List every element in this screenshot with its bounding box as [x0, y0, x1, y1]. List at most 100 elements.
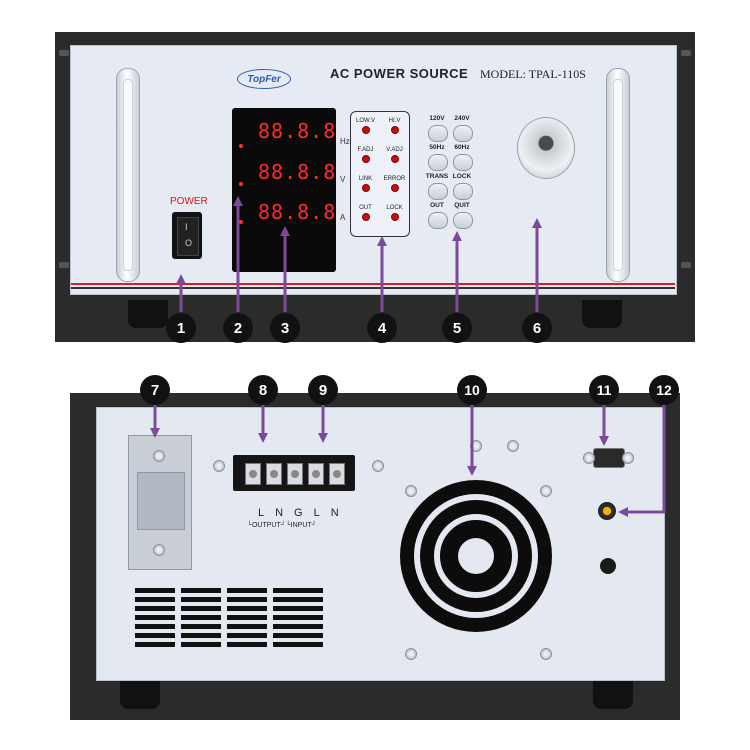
power-label: POWER [170, 196, 208, 207]
indicator-link: LINK [351, 176, 380, 192]
callout-11: 11 [589, 375, 619, 405]
callout-2: 2 [223, 313, 253, 343]
front-left-foot [128, 300, 168, 328]
button-trans[interactable] [428, 183, 448, 200]
cooling-fan [400, 480, 552, 632]
callout-3: 3 [270, 313, 300, 343]
red-stripe [71, 283, 675, 285]
terminal-post-g[interactable] [287, 463, 303, 485]
screw-icon [213, 460, 225, 472]
led-icon [390, 184, 399, 192]
rack-ear-hole [59, 50, 69, 56]
led-icon [390, 155, 399, 163]
inlet-slot [137, 472, 185, 530]
right-handle[interactable] [606, 68, 630, 282]
btn-label-lock: LOCK [452, 173, 472, 180]
display-indicator-dot [239, 144, 243, 148]
btn-label-60hz: 60Hz [454, 144, 470, 151]
adjust-knob[interactable] [517, 117, 575, 179]
indicator-out: OUT [351, 205, 380, 221]
button-lock[interactable] [453, 183, 473, 200]
btn-label-quit: QUIT [454, 202, 470, 209]
brand-logo: TopFer [237, 69, 291, 89]
screw-icon [540, 485, 552, 497]
fan-guard-ring [414, 494, 538, 618]
ac-power-inlet[interactable] [128, 435, 192, 570]
switch-off-mark: O [185, 238, 193, 248]
btn-label-240v: 240V [454, 115, 470, 122]
terminal-post-n-out[interactable] [266, 463, 282, 485]
rack-ear-hole [681, 262, 691, 268]
power-switch[interactable]: I O [172, 212, 202, 259]
button-60hz[interactable] [453, 154, 473, 171]
terminal-group-labels: └OUTPUT┘└INPUT┘ [247, 522, 317, 529]
terminal-letters: LNGLN [258, 507, 350, 519]
indicator-low-v: LOW.V [351, 118, 380, 134]
screw-icon [153, 544, 165, 556]
screw-icon [540, 648, 552, 660]
screw-icon [622, 452, 634, 464]
rear-control-knob[interactable] [600, 558, 616, 574]
dark-stripe [71, 287, 675, 289]
led-icon [390, 213, 399, 221]
button-120v[interactable] [428, 125, 448, 142]
screw-icon [583, 452, 595, 464]
screw-icon [405, 648, 417, 660]
callout-1: 1 [166, 313, 196, 343]
callout-4: 4 [367, 313, 397, 343]
indicator-lock: LOCK [380, 205, 409, 221]
terminal-post-l-in[interactable] [308, 463, 324, 485]
rocker[interactable]: I O [177, 217, 199, 256]
callout-6: 6 [522, 313, 552, 343]
rack-ear-hole [681, 50, 691, 56]
terminal-post-l-out[interactable] [245, 463, 261, 485]
callout-8: 8 [248, 375, 278, 405]
callout-9: 9 [308, 375, 338, 405]
unit-hz: Hz [340, 137, 350, 146]
screw-icon [507, 440, 519, 452]
led-icon [361, 184, 370, 192]
front-right-foot [582, 300, 622, 328]
btn-label-out: OUT [430, 202, 444, 209]
left-handle[interactable] [116, 68, 140, 282]
indicator-error: ERROR [380, 176, 409, 192]
led-icon [390, 126, 399, 134]
callout-7: 7 [140, 375, 170, 405]
bnc-connector[interactable] [598, 502, 616, 520]
screw-icon [153, 450, 165, 462]
indicator-f-adj: F.ADJ [351, 147, 380, 163]
callout-12: 12 [649, 375, 679, 405]
model-number: MODEL: TPAL-110S [480, 67, 586, 81]
button-240v[interactable] [453, 125, 473, 142]
btn-label-trans: TRANS [425, 173, 449, 180]
led-icon [361, 126, 370, 134]
back-left-foot [120, 681, 160, 709]
switch-on-mark: I [185, 222, 188, 232]
product-title: AC POWER SOURCE [330, 66, 469, 81]
unit-a: A [340, 213, 346, 222]
indicator-panel: LOW.V HI.V F.ADJ V.ADJ LINK ERROR OUT LO… [350, 111, 410, 237]
btn-label-50hz: 50Hz [429, 144, 445, 151]
fan-hub [458, 538, 494, 574]
display-indicator-dot [239, 182, 243, 186]
callout-10: 10 [457, 375, 487, 405]
terminal-post-n-in[interactable] [329, 463, 345, 485]
led-icon [361, 155, 370, 163]
callout-5: 5 [442, 313, 472, 343]
button-quit[interactable] [453, 212, 473, 229]
vent-grille [135, 588, 323, 652]
terminal-block[interactable] [233, 455, 355, 491]
digital-display: 88.8.8 88.8.8 88.8.8 [232, 108, 336, 272]
fan-guard-ring [434, 514, 518, 598]
button-out[interactable] [428, 212, 448, 229]
led-icon [361, 213, 370, 221]
screw-icon [405, 485, 417, 497]
indicator-v-adj: V.ADJ [380, 147, 409, 163]
button-50hz[interactable] [428, 154, 448, 171]
indicator-hi-v: HI.V [380, 118, 409, 134]
rack-ear-hole [59, 262, 69, 268]
screw-icon [372, 460, 384, 472]
back-right-foot [593, 681, 633, 709]
unit-v: V [340, 175, 346, 184]
